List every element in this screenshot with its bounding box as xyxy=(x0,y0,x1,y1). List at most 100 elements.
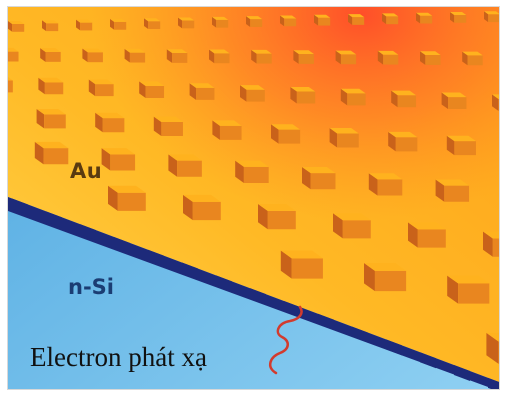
nanocube-face xyxy=(492,238,499,257)
nanocube-array xyxy=(8,11,499,364)
nanocube-top xyxy=(408,222,446,230)
nanocube-side xyxy=(290,86,297,104)
edge-tooth xyxy=(12,198,28,215)
nanocube-top xyxy=(280,15,297,19)
nanocube-side xyxy=(333,213,343,239)
nanocube-top xyxy=(251,49,272,54)
nanocube-top xyxy=(166,49,188,53)
edge-tooth xyxy=(182,262,198,279)
nanocube-face xyxy=(467,55,483,66)
nanocube-side xyxy=(293,50,299,64)
electron-wave xyxy=(268,305,303,375)
nanocube-side xyxy=(388,131,396,152)
nanocube-top xyxy=(40,48,61,52)
edge-tooth xyxy=(352,326,368,343)
nanocube-face xyxy=(342,220,371,239)
nanocube-side xyxy=(441,92,449,110)
nanocube-top xyxy=(435,179,470,186)
nanocube-top xyxy=(340,88,366,94)
nanocube-face xyxy=(444,185,470,202)
nanocube-side xyxy=(42,20,47,32)
nanocube-face xyxy=(44,114,66,129)
nanocube-top xyxy=(302,166,336,174)
nanocube-side xyxy=(446,135,455,156)
nanocube-face xyxy=(383,54,399,65)
nanocube-face xyxy=(498,98,499,111)
nanocube-top xyxy=(391,90,417,96)
nanocube-side xyxy=(484,11,489,23)
edge-tooth xyxy=(80,224,96,241)
nanocube-face xyxy=(488,14,499,23)
nanocube-side xyxy=(391,90,398,108)
nanocube-top xyxy=(88,79,114,85)
nanocube-top xyxy=(382,13,399,17)
nanocube-face xyxy=(340,54,357,65)
nanocube-side xyxy=(420,51,426,65)
nanocube-face xyxy=(395,137,418,152)
nanocube-face xyxy=(110,154,136,171)
nanocube-side xyxy=(124,48,130,63)
gold-label: Au xyxy=(70,159,103,183)
nanocube-side xyxy=(483,231,493,257)
nanocube-face xyxy=(182,20,195,29)
edge-tooth xyxy=(46,211,62,228)
nanocube-face xyxy=(114,21,127,30)
nanocube-face xyxy=(45,51,61,62)
nanocube-face xyxy=(454,141,476,156)
nanocube-face xyxy=(417,229,446,248)
nanocube-top xyxy=(447,275,490,284)
nanocube-side xyxy=(240,85,247,102)
nanocube-top xyxy=(290,86,316,92)
gold-nanocube-array-diagram xyxy=(8,7,499,389)
nanocube-side xyxy=(280,250,292,279)
nanocube-side xyxy=(382,13,387,25)
nanocube-top xyxy=(246,16,263,20)
nanocube-face xyxy=(46,23,59,32)
nanocube-top xyxy=(108,185,146,193)
nanocube-side xyxy=(76,19,81,31)
nanocube-top xyxy=(189,83,215,88)
nanocube-face xyxy=(498,341,499,364)
nanocube-top xyxy=(168,154,202,161)
nanocube-face xyxy=(8,51,19,62)
nanocube-side xyxy=(183,194,193,221)
nanocube-side xyxy=(314,14,319,26)
nanocube-top xyxy=(368,173,403,180)
nanocube-side xyxy=(166,49,173,63)
nanocube-face xyxy=(296,91,316,104)
nanocube-top xyxy=(280,250,323,259)
edge-teeth xyxy=(12,198,499,389)
nanocube-top xyxy=(441,92,467,98)
nanocube-face xyxy=(352,17,365,25)
nanocube-top xyxy=(377,50,399,55)
nanocube-top xyxy=(110,18,127,22)
nanocube-side xyxy=(408,222,418,248)
nanocube-side xyxy=(95,112,103,133)
nanocube-face xyxy=(145,86,165,98)
nanocube-face xyxy=(284,18,297,27)
nanocube-side xyxy=(178,17,183,29)
edge-tooth xyxy=(318,313,334,330)
nanocube-face xyxy=(425,55,441,65)
nanocube-side xyxy=(486,332,499,364)
nanocube-top xyxy=(314,14,331,18)
nanocube-side xyxy=(368,173,378,196)
nanocube-face xyxy=(377,179,403,196)
nanocube-top xyxy=(212,120,242,126)
nanocube-face xyxy=(8,80,13,93)
nanocube-top xyxy=(34,141,69,149)
nanocube-side xyxy=(144,18,149,30)
nanocube-face xyxy=(448,97,467,110)
nanocube-face xyxy=(102,118,125,133)
nanocube-face xyxy=(256,53,272,64)
nanocube-top xyxy=(348,14,365,18)
nanocube-face xyxy=(291,258,323,279)
nanocube-top xyxy=(333,213,371,221)
nanocube-top xyxy=(388,131,418,138)
nanocube-face xyxy=(177,160,202,177)
nanocube-face xyxy=(214,53,230,64)
nanocube-top xyxy=(8,77,13,81)
nanocube-face xyxy=(12,24,25,32)
nanocube-top xyxy=(420,51,441,56)
nanocube-face xyxy=(95,84,114,97)
